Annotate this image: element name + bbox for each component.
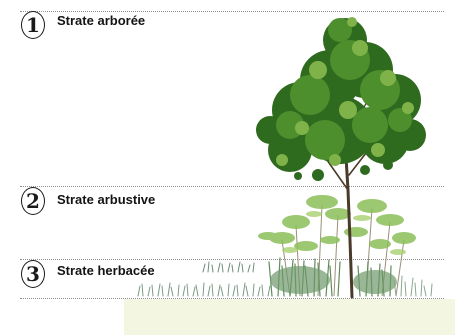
tree-canopy <box>256 17 426 181</box>
stratum-number-2: 2 <box>21 187 45 215</box>
stratum-number-3: 3 <box>21 260 45 288</box>
stratum-label-herb: Strate herbacée <box>57 263 155 278</box>
stratum-label-tree: Strate arborée <box>57 13 145 28</box>
stratum-label-shrub: Strate arbustive <box>57 192 155 207</box>
stratum-number-1: 1 <box>21 11 45 39</box>
